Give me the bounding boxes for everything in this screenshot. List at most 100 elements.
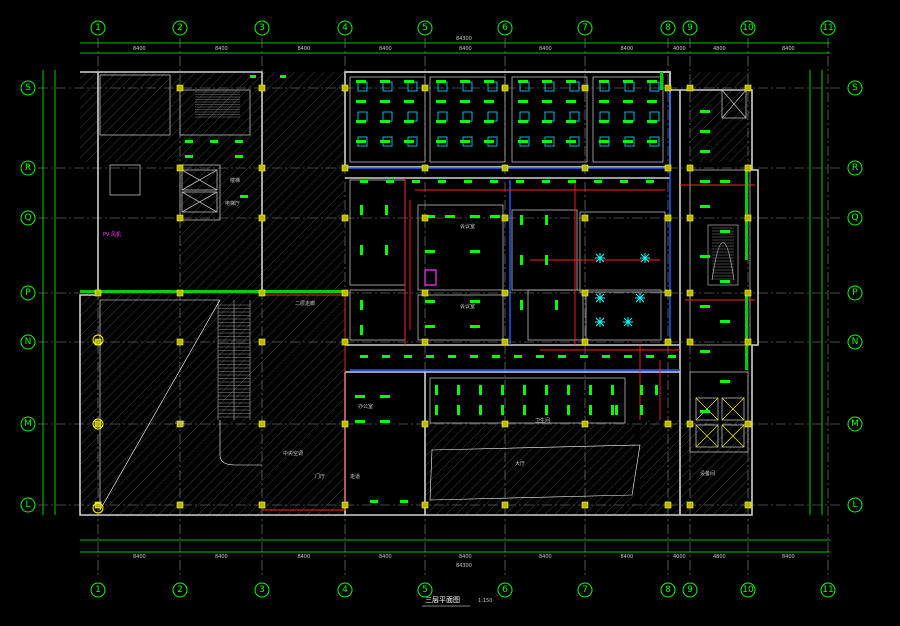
axis-bubble-bottom-2-circle [172,582,188,598]
axis-bubble-left-L-circle [20,497,36,513]
axis-bubble-bottom-11-text: 11 [822,585,833,595]
fixture-141 [235,155,243,158]
fixture-13 [460,80,470,83]
fixture-92 [545,215,548,225]
fan-coil-12 [437,111,448,122]
fixture-49 [386,180,394,183]
fixture-140 [185,155,193,158]
fixture-28 [542,100,552,103]
fixture-89 [385,205,388,215]
column-6-4 [581,338,589,346]
fixture-50 [412,180,420,183]
column-9-6 [744,501,752,509]
fixture-15 [436,100,446,103]
axis-bubble-top-11-circle [820,20,836,36]
axis-bubble-right-M-text: M [851,419,859,429]
label-note-b: 门厅 [315,473,325,480]
fixture-71 [602,355,610,358]
fixture-109 [567,385,570,395]
axis-bubble-top-6-circle [497,20,513,36]
fixture-63 [426,355,434,358]
fixture-7 [380,120,390,123]
column-7-1 [664,164,672,172]
lighting-fixtures [80,72,748,503]
axis-bubble-top-5-text: 5 [422,23,428,33]
axis-bubble-left-R-circle [20,160,36,176]
diffuser-2 [595,293,605,303]
axis-bubble-top-11-text: 11 [822,23,833,33]
fixture-48 [360,180,368,183]
axis-bubble-left-R-text: R [25,163,31,173]
fixture-54 [516,180,524,183]
fixture-40 [623,100,633,103]
column-1-5 [176,420,184,428]
axis-bubble-top-8-circle [660,20,676,36]
fixture-43 [623,120,633,123]
column-round-0 [92,334,104,346]
dim-top-8: 4800 [713,46,726,52]
axis-bubble-right-M-circle [847,416,863,432]
axis-bubble-top-7-circle [577,20,593,36]
column-7-3 [664,289,672,297]
fixture-60 [360,355,368,358]
dim-top-6: 8400 [621,46,634,52]
fixture-36 [599,80,609,83]
label-stair-a: 楼梯 [230,177,240,184]
column-1-4 [176,338,184,346]
column-3-5 [341,420,349,428]
fixture-57 [594,180,602,183]
fan-coil-14 [487,111,498,122]
axis-bubble-left-L-text: L [25,500,30,510]
fixture-77 [470,215,480,218]
fan-coil-1 [382,81,393,92]
fixture-102 [479,405,482,415]
column-9-5 [744,420,752,428]
edge-strip-0 [80,290,260,293]
column-0-6 [94,501,102,509]
axis-bubble-top-1-text: 1 [95,23,101,33]
fixture-45 [599,140,609,143]
column-5-0 [501,84,509,92]
axis-bubble-bottom-4-text: 4 [342,585,348,595]
axis-bubble-bottom-7-circle [577,582,593,598]
axis-bubble-top-9-text: 9 [687,23,693,33]
edge-strip-3 [745,290,748,370]
axis-bubble-right-L-circle [847,497,863,513]
fan-coil-22 [544,111,555,122]
axis-bubble-top-3-circle [254,20,270,36]
axis-bubble-top-10-text: 10 [742,23,754,33]
fixture-78 [490,215,500,218]
column-2-5 [258,420,266,428]
dim-bottom-8: 4800 [713,554,726,560]
column-5-2 [501,214,509,222]
axis-bubble-top-4-circle [337,20,353,36]
atrium-outline [99,299,641,512]
axis-bubble-top-2-text: 2 [177,23,183,33]
label-meeting-a: 会议室 [460,223,475,230]
fixture-136 [615,405,618,415]
fan-coil-5 [407,111,418,122]
fixture-99 [457,385,460,395]
fixture-120 [700,130,710,133]
axis-bubble-top-4-text: 4 [342,23,348,33]
column-7-6 [664,501,672,509]
dim-bottom-1: 8400 [215,554,228,560]
axis-bubble-left-N-text: N [25,337,32,347]
axis-bubble-bottom-9-circle [682,582,698,598]
column-1-1 [176,164,184,172]
fixture-106 [523,405,526,415]
fixture-72 [624,355,632,358]
column-0-5 [94,420,102,428]
fixture-25 [542,80,552,83]
column-1-2 [176,214,184,222]
axis-bubble-top-5-circle [417,20,433,36]
diffuser-1 [640,253,650,263]
diffuser-0 [595,253,605,263]
fixture-41 [647,100,657,103]
diffuser-3 [635,293,645,303]
fixture-67 [514,355,522,358]
fixture-124 [700,205,710,208]
fixture-32 [566,120,576,123]
fixture-111 [589,385,592,395]
fixture-4 [380,100,390,103]
